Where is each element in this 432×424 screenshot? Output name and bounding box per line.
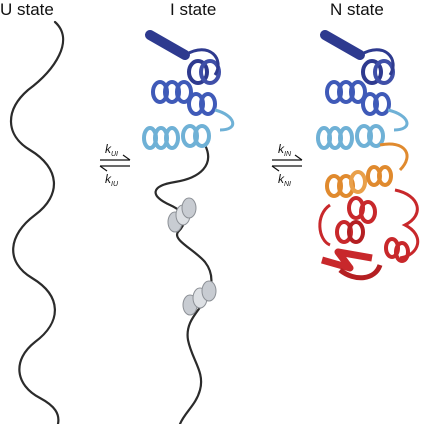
n-state-red-domain [318,188,419,281]
k-ni-label: kNI [278,172,291,188]
n-state-structure [316,30,419,281]
k-in-label: kIN [278,142,292,158]
k-iu-label: kIU [105,172,119,188]
i-state-title: I state [170,0,216,19]
equilibrium-arrows-ui: kUI kIU [99,142,131,188]
k-ui-label: kUI [105,142,118,158]
equilibrium-arrows-in: kIN kNI [271,142,303,188]
u-state-coil [9,20,65,424]
i-state-helix-light-blue [142,108,234,150]
i-state-gray-helix-1 [167,197,197,233]
n-state-helix-blue [325,80,391,116]
i-state-gray-helix-2 [182,280,217,316]
i-state-structure [142,30,234,424]
n-state-title: N state [330,0,384,19]
n-state-helix-dark-blue [320,30,395,85]
i-state-coil [154,143,213,424]
u-state-title: U state [0,0,54,19]
i-state-helix-blue [151,80,217,116]
n-state-helix-light-blue [316,108,409,150]
i-state-helix-dark-blue [145,30,221,85]
n-state-helix-orange [325,142,409,198]
